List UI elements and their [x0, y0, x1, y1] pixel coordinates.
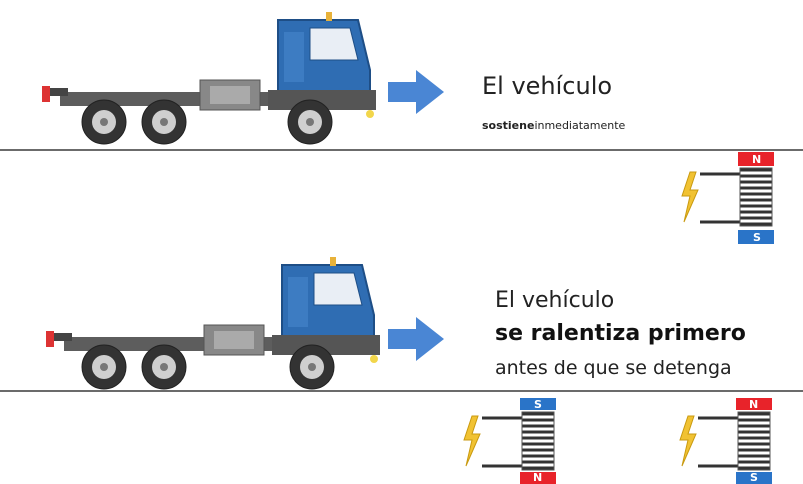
truck-icon [42, 12, 376, 145]
lightning-bolt-icon [463, 415, 481, 467]
top-text-line1: El vehículo [482, 72, 613, 100]
ground-line-bottom [0, 390, 803, 392]
lightning-bolt-icon [681, 171, 699, 223]
top-magnet-north-label: N [752, 153, 762, 166]
coil-magnet-icon [681, 152, 774, 244]
bottom-left-magnet-south-label: S [534, 398, 542, 411]
bottom-text-line1: El vehículo [495, 288, 615, 313]
top-text-bold: sostiene [482, 119, 535, 132]
truck-icon [46, 257, 380, 390]
top-text-rest: inmediatamente [534, 119, 626, 132]
bottom-text-line2: se ralentiza primero [495, 321, 746, 346]
bottom-text-line3: antes de que se detenga [495, 357, 732, 379]
arrow-right-icon [388, 317, 444, 361]
top-magnet-south-label: S [753, 231, 761, 244]
bottom-left-magnet-north-label: N [533, 471, 543, 484]
arrow-right-icon [388, 70, 444, 114]
lightning-bolt-icon [679, 415, 697, 467]
bottom-right-magnet-north-label: N [749, 398, 759, 411]
top-text-line2: sostieneinmediatamente [482, 119, 625, 132]
ground-line-top [0, 149, 803, 151]
coil-magnet-icon [679, 398, 772, 484]
coil-magnet-icon [463, 398, 556, 484]
bottom-right-magnet-south-label: S [750, 471, 758, 484]
